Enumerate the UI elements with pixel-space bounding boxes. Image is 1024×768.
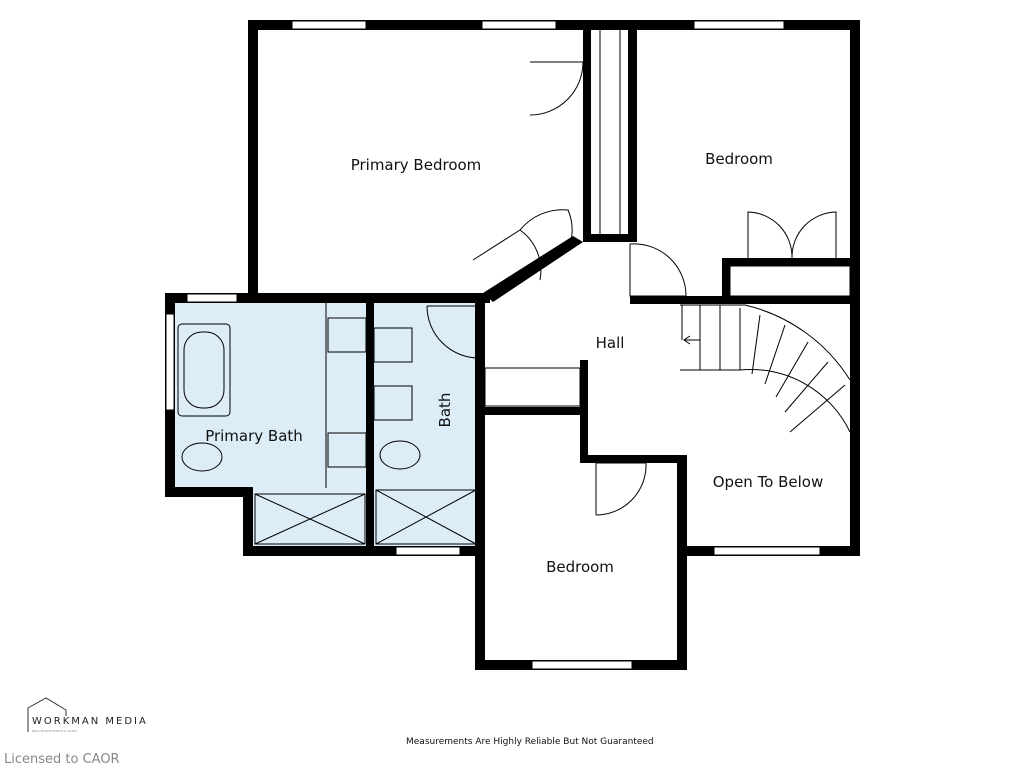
fixtures <box>177 30 851 545</box>
toilet <box>181 442 223 472</box>
workman-media-logo: WORKMAN MEDIA REAL ESTATE PHOTO & VIDEO <box>26 696 146 740</box>
bathtub-basin <box>183 331 225 409</box>
license-text: Licensed to CAOR <box>4 752 120 767</box>
sink <box>327 317 367 353</box>
sink <box>327 432 367 468</box>
room-label-primary-bedroom: Primary Bedroom <box>351 156 482 174</box>
room-label-bedroom-ne: Bedroom <box>705 150 773 168</box>
room-label-bedroom-s: Bedroom <box>546 558 614 576</box>
room-label-primary-bath: Primary Bath <box>205 427 303 445</box>
room-label-open-to-below: Open To Below <box>713 473 824 491</box>
room-label-bath: Bath <box>436 393 454 428</box>
windows <box>165 20 821 670</box>
house-icon <box>27 697 67 732</box>
room-label-hall: Hall <box>596 334 625 352</box>
sink <box>373 385 413 421</box>
logo-tagline: REAL ESTATE PHOTO & VIDEO <box>32 729 77 733</box>
sink <box>373 327 413 363</box>
toilet <box>379 440 421 470</box>
logo-name: WORKMAN MEDIA <box>32 716 148 727</box>
disclaimer: Measurements Are Highly Reliable But Not… <box>406 737 654 747</box>
bathtub <box>177 323 231 417</box>
